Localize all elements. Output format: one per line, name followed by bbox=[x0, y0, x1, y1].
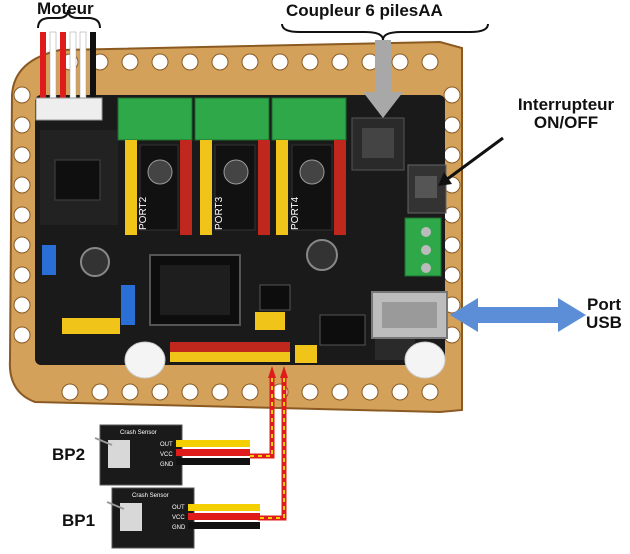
plate-hole bbox=[331, 383, 349, 401]
plate-hole bbox=[361, 383, 379, 401]
plate-hole bbox=[443, 266, 461, 284]
pin-vcc: VCC bbox=[172, 515, 185, 521]
label-bp1: BP1 bbox=[62, 511, 96, 530]
pin-out: OUT bbox=[172, 505, 185, 511]
plate-hole bbox=[121, 383, 139, 401]
plate-hole bbox=[301, 53, 319, 71]
plate-hole bbox=[151, 53, 169, 71]
label-usb-line2: USB bbox=[586, 313, 622, 332]
plate-hole bbox=[443, 236, 461, 254]
plate-hole bbox=[13, 146, 31, 164]
port-label-4: PORT4 bbox=[290, 196, 301, 230]
plate-hole bbox=[443, 146, 461, 164]
plate-hole bbox=[91, 383, 109, 401]
battery-brace bbox=[281, 23, 489, 41]
label-motor: Moteur bbox=[37, 0, 94, 18]
plate-hole bbox=[13, 86, 31, 104]
plate-hole bbox=[301, 383, 319, 401]
plate-hole bbox=[241, 383, 259, 401]
plate-hole bbox=[421, 383, 439, 401]
motor-connector bbox=[35, 31, 103, 121]
board-standoff bbox=[124, 341, 166, 379]
pin-gnd: GND bbox=[160, 462, 174, 468]
label-battery: Coupleur 6 pilesAA bbox=[286, 1, 443, 20]
plate-hole bbox=[13, 296, 31, 314]
plate-hole bbox=[13, 206, 31, 224]
plate-hole bbox=[443, 116, 461, 134]
label-usb: Port USB bbox=[578, 296, 630, 332]
plate-hole bbox=[181, 53, 199, 71]
plate-hole bbox=[61, 383, 79, 401]
port-label-2: PORT2 bbox=[138, 196, 149, 230]
port-label-3: PORT3 bbox=[214, 196, 225, 230]
pin-gnd: GND bbox=[172, 525, 186, 531]
plate-hole bbox=[13, 236, 31, 254]
plate-hole bbox=[151, 383, 169, 401]
plate-hole bbox=[443, 86, 461, 104]
sensor-title: Crash Sensor bbox=[132, 493, 169, 499]
battery-connector bbox=[351, 117, 405, 171]
label-bp2: BP2 bbox=[52, 445, 86, 464]
pin-out: OUT bbox=[160, 442, 173, 448]
plate-hole bbox=[181, 383, 199, 401]
plate-hole bbox=[13, 266, 31, 284]
motor-brace bbox=[37, 9, 101, 29]
label-switch: Interrupteur ON/OFF bbox=[506, 96, 626, 132]
plate-hole bbox=[211, 53, 229, 71]
plate-hole bbox=[331, 53, 349, 71]
plate-hole bbox=[271, 53, 289, 71]
plate-hole bbox=[13, 326, 31, 344]
plate-hole bbox=[241, 53, 259, 71]
signal-wires bbox=[250, 378, 287, 521]
power-switch bbox=[407, 164, 447, 214]
crash-sensor-bp2: Crash Sensor OUT VCC GND bbox=[94, 424, 250, 486]
plate-hole bbox=[391, 53, 409, 71]
plate-hole bbox=[13, 116, 31, 134]
plate-holes bbox=[13, 53, 461, 401]
terminal-blocks bbox=[117, 97, 442, 277]
port-drivers: PORT2 PORT3 PORT4 bbox=[125, 140, 346, 235]
pin-vcc: VCC bbox=[160, 452, 173, 458]
plate-hole bbox=[121, 53, 139, 71]
sensor-title: Crash Sensor bbox=[120, 430, 157, 436]
usb-port bbox=[371, 291, 448, 339]
label-usb-line1: Port bbox=[587, 295, 621, 314]
plate-hole bbox=[391, 383, 409, 401]
plate-hole bbox=[421, 53, 439, 71]
pin-arrows bbox=[268, 366, 288, 378]
usb-arrow bbox=[450, 298, 586, 332]
switch-arrow bbox=[438, 136, 504, 186]
label-switch-line1: Interrupteur bbox=[517, 95, 615, 114]
plate-hole bbox=[13, 176, 31, 194]
crash-sensor-bp1: Crash Sensor OUT VCC GND bbox=[106, 487, 260, 549]
label-switch-line2: ON/OFF bbox=[533, 113, 599, 132]
battery-arrow bbox=[363, 40, 403, 118]
board-standoff bbox=[404, 341, 446, 379]
plate-hole bbox=[211, 383, 229, 401]
